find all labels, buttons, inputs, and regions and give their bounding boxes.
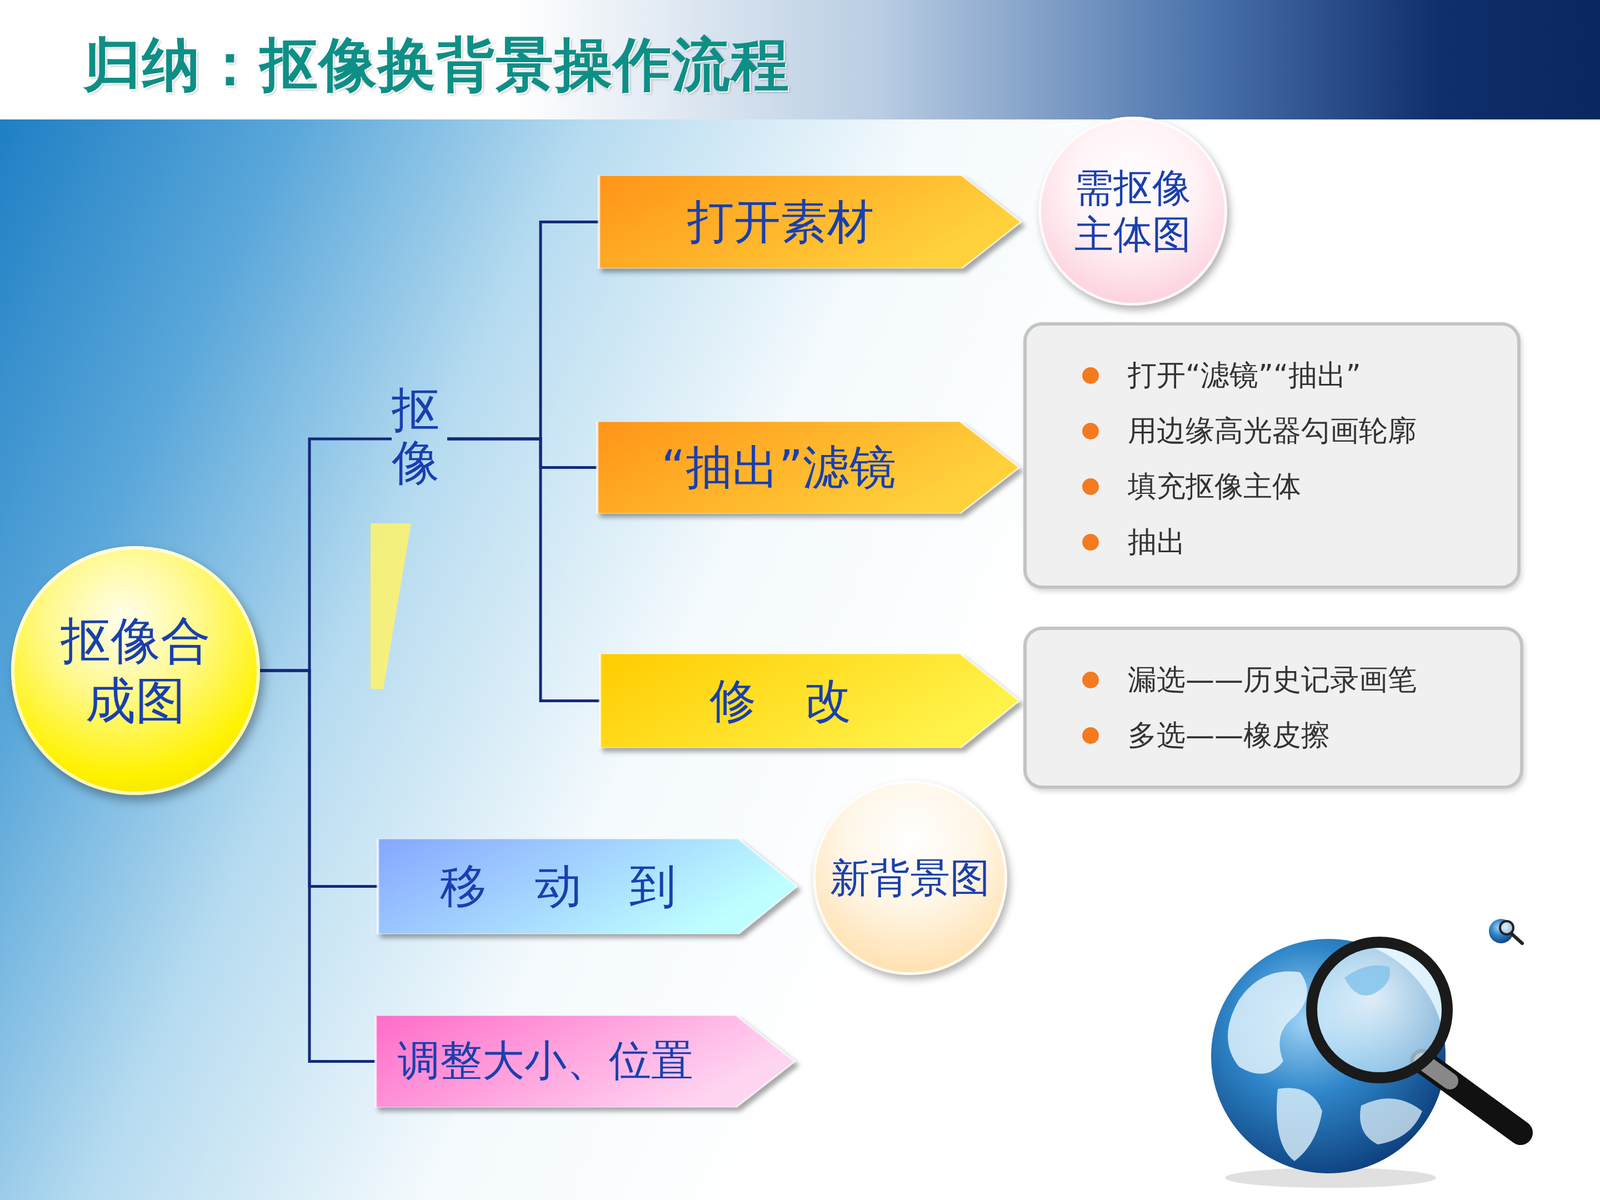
step-arrow: 移 动 到 (377, 838, 798, 934)
bullet-dot (1082, 478, 1099, 495)
bracket-connector (447, 438, 598, 468)
bullet-row: 多选——橡皮擦 (1082, 707, 1498, 764)
bullet-row: 漏选——历史记录画笔 (1082, 652, 1498, 708)
bullet-row: 抽出 (1082, 514, 1495, 570)
globe-icon (1211, 938, 1521, 1188)
bullet-dot (1082, 533, 1099, 551)
step-label: 修 改 (600, 669, 961, 733)
branch-label: 抠像 (391, 383, 448, 495)
step-arrow: “抽出”滤镜 (597, 421, 1020, 514)
step-arrow: 修 改 (600, 653, 1020, 748)
page-title: 归纳：抠像换背景操作流程 (83, 26, 790, 105)
step-label: “抽出”滤镜 (597, 436, 961, 500)
step-arrow: 调整大小、位置 (375, 1015, 795, 1108)
step-label: 移 动 到 (377, 855, 739, 919)
root-circle: 抠像合成图 (11, 546, 260, 795)
bullet-dot (1082, 671, 1099, 689)
circle-label: 新背景图 (826, 853, 994, 902)
bracket-connector (260, 438, 392, 671)
bullet-text: 抽出 (1127, 522, 1186, 562)
step-label: 打开素材 (598, 190, 963, 254)
bullet-text: 漏选——历史记录画笔 (1127, 660, 1417, 700)
bracket-connector (447, 222, 599, 440)
bullet-text: 用边缘高光器勾画轮廓 (1127, 411, 1417, 451)
note-circle: 需抠像主体图 (1038, 116, 1228, 306)
bracket-connector (260, 670, 378, 887)
bullet-row: 打开“滤镜”“抽出” (1082, 347, 1495, 404)
bullet-text: 打开“滤镜”“抽出” (1127, 356, 1362, 395)
step-label: 调整大小、位置 (375, 1032, 759, 1090)
note-circle: 新背景图 (812, 780, 1008, 975)
vertical-label: 抠像 (391, 383, 440, 489)
bullet-dot (1082, 727, 1099, 744)
bullet-panel: 漏选——历史记录画笔多选——橡皮擦 (1023, 626, 1524, 789)
bullet-text: 填充抠像主体 (1127, 467, 1302, 507)
circle-label: 抠像合成图 (55, 610, 216, 731)
bullet-row: 用边缘高光器勾画轮廓 (1082, 403, 1495, 459)
bullet-row: 填充抠像主体 (1082, 458, 1495, 515)
bullet-text: 多选——橡皮擦 (1127, 716, 1330, 755)
bracket-connector (447, 438, 600, 702)
bullet-dot (1082, 367, 1099, 384)
bracket-connector (260, 670, 376, 1062)
step-arrow: 打开素材 (598, 175, 1022, 269)
circle-label: 需抠像主体图 (1070, 164, 1195, 258)
small-globe-icon (1488, 918, 1523, 944)
yellow-taper (370, 523, 412, 689)
bullet-panel: 打开“滤镜”“抽出” 用边缘高光器勾画轮廓填充抠像主体抽出 (1023, 322, 1521, 589)
bullet-dot (1082, 422, 1099, 440)
